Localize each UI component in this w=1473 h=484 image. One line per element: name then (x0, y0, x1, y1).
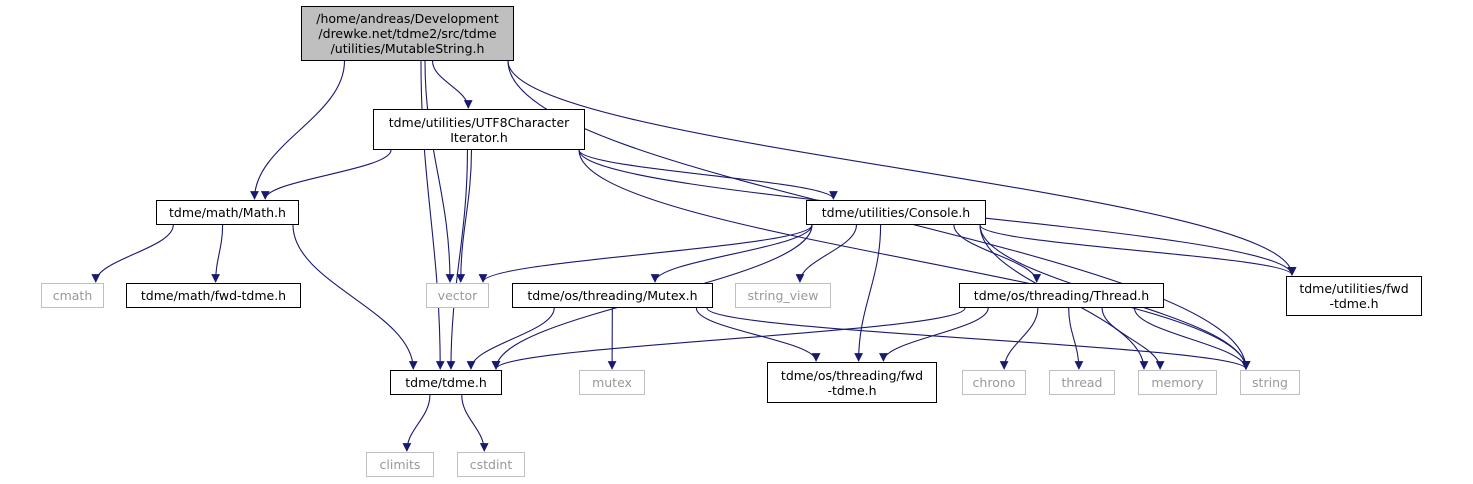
node-root[interactable]: /home/andreas/Development /drewke.net/td… (301, 6, 514, 61)
node-threadh[interactable]: tdme/os/threading/Thread.h (959, 283, 1164, 308)
edge-root-to-tdmeh (420, 60, 445, 370)
edge-math-to-tdmeh (292, 224, 418, 370)
node-math[interactable]: tdme/math/Math.h (156, 200, 299, 225)
edge-threadh-to-string (1133, 307, 1251, 370)
node-stringview: string_view (735, 283, 831, 308)
node-mutex: mutex (579, 370, 645, 395)
node-climits: climits (366, 452, 434, 477)
edge-console-to-threadh (953, 224, 1042, 283)
node-memory: memory (1138, 370, 1217, 395)
node-utf8[interactable]: tdme/utilities/UTF8Character Iterator.h (373, 109, 585, 150)
node-thread: thread (1049, 370, 1115, 395)
edge-console-to-utilfwd (979, 224, 1297, 276)
edge-utf8-to-vector (456, 149, 473, 283)
edge-root-to-utilfwd (507, 60, 1297, 276)
edge-tdmeh-to-climits (402, 394, 431, 452)
edge-tdmeh-to-cstdint (461, 394, 489, 452)
node-tdmeh[interactable]: tdme/tdme.h (390, 370, 502, 395)
edge-mutexh-to-threadfwd (695, 307, 821, 362)
node-mutexh[interactable]: tdme/os/threading/Mutex.h (512, 283, 713, 308)
edge-console-to-threadfwd (854, 224, 882, 362)
edge-utf8-to-string (578, 149, 1251, 370)
edge-mutexh-to-tdmeh (466, 307, 555, 370)
edge-root-to-math (250, 60, 346, 200)
edge-math-to-mathfwd (211, 224, 224, 283)
edge-threadh-to-threadfwd (879, 307, 989, 362)
node-threadfwd[interactable]: tdme/os/threading/fwd -tdme.h (767, 362, 937, 403)
edge-console-to-stringview (795, 224, 857, 283)
node-console[interactable]: tdme/utilities/Console.h (806, 200, 986, 225)
edge-utf8-to-math (260, 149, 392, 200)
edge-root-to-vector (424, 60, 455, 283)
node-mathfwd[interactable]: tdme/math/fwd-tdme.h (126, 283, 301, 308)
edge-utf8-to-tdmeh (446, 149, 468, 370)
node-cmath: cmath (41, 283, 104, 308)
node-chrono: chrono (962, 370, 1026, 395)
edge-console-to-mutexh (650, 224, 813, 283)
node-vector: vector (426, 283, 489, 308)
edge-utf8-to-console (578, 149, 838, 200)
edge-mutexh-to-string (706, 307, 1251, 370)
node-string: string (1240, 370, 1300, 395)
node-utilfwd[interactable]: tdme/utilities/fwd -tdme.h (1286, 276, 1422, 316)
edge-console-to-vector (478, 224, 813, 283)
edge-root-to-utf8 (431, 60, 473, 109)
edge-threadh-to-thread (1068, 307, 1084, 370)
edge-threadh-to-chrono (999, 307, 1039, 370)
node-cstdint: cstdint (457, 452, 525, 477)
edge-threadh-to-tdmeh (491, 307, 966, 370)
edge-math-to-cmath (91, 224, 174, 283)
edge-threadh-to-memory (1101, 307, 1165, 370)
